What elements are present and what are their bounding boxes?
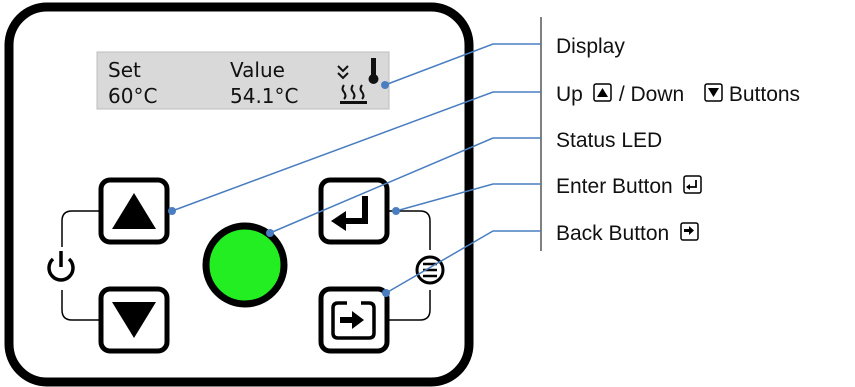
callout-up-down (168, 91, 541, 215)
lcd-row2-left: 60°C (108, 84, 157, 108)
lcd-row1-left: Set (108, 58, 141, 82)
label-up-down-suffix: Buttons (723, 83, 800, 106)
label-status-led: Status LED (556, 129, 662, 152)
lcd-row1-right: Value (230, 58, 285, 82)
back-small-icon (680, 222, 699, 241)
thermometer-icon (337, 58, 379, 84)
lcd-display: Set Value 60°C 54.1°C (96, 51, 390, 110)
label-up-down-prefix: Up (556, 83, 583, 106)
up-arrow-small-icon (593, 83, 612, 102)
label-enter-button: Enter Button (556, 175, 673, 198)
label-back-button: Back Button (556, 222, 669, 245)
enter-small-icon (683, 175, 702, 194)
callout-display (381, 43, 541, 89)
down-arrow-small-icon (704, 83, 723, 102)
enter-button[interactable] (318, 177, 390, 245)
label-up-down-middle: / Down (613, 83, 684, 106)
lcd-row2-right: 54.1°C (230, 84, 299, 108)
heating-icon (340, 84, 367, 104)
back-icon (331, 301, 376, 340)
enter-icon (331, 196, 368, 231)
down-arrow-icon (112, 302, 156, 338)
down-button[interactable] (98, 286, 170, 354)
up-arrow-icon (112, 193, 156, 229)
back-button[interactable] (318, 286, 390, 354)
right-button-bracket (385, 210, 431, 321)
callout-status-led (266, 137, 541, 237)
status-led (202, 222, 288, 308)
up-button[interactable] (98, 177, 170, 245)
label-display: Display (556, 35, 625, 58)
callout-enter (392, 183, 541, 215)
callout-back (382, 230, 541, 297)
menu-icon[interactable] (415, 255, 445, 285)
power-icon[interactable] (47, 251, 75, 282)
left-button-bracket (61, 210, 100, 321)
